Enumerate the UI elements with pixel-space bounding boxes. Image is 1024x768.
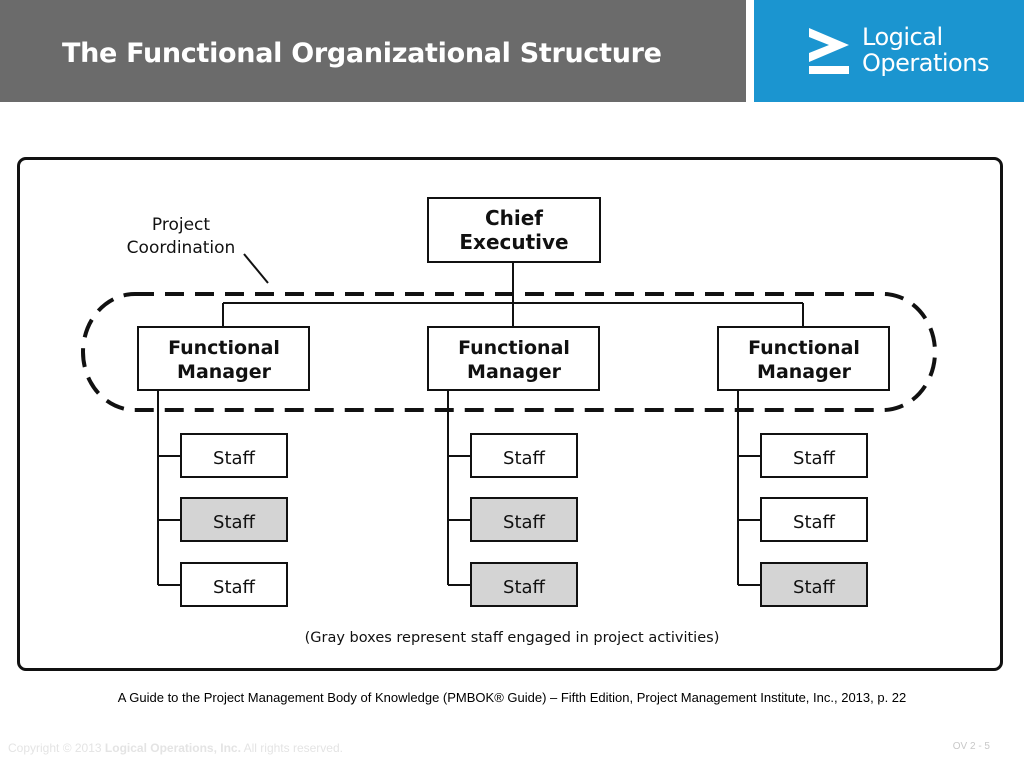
page-title: The Functional Organizational Structure: [62, 38, 662, 69]
staff-box: Staff: [180, 497, 288, 542]
staff-label: Staff: [793, 577, 836, 598]
staff-box: Staff: [760, 497, 868, 542]
logo-line2: Operations: [862, 49, 989, 77]
chief-executive-line2: Executive: [459, 230, 568, 254]
page-number: OV 2 - 5: [952, 741, 990, 752]
staff-label: Staff: [213, 577, 256, 598]
functional-manager-box: Functional Manager: [137, 326, 310, 391]
functional-manager-line2: Manager: [177, 361, 272, 383]
functional-manager-line2: Manager: [757, 361, 852, 383]
copyright-suffix: All rights reserved.: [240, 741, 343, 755]
staff-label: Staff: [213, 448, 256, 469]
staff-box: Staff: [760, 433, 868, 478]
chief-executive-line1: Chief: [485, 206, 543, 230]
staff-label: Staff: [793, 512, 836, 533]
connector-lines: [157, 253, 804, 586]
project-coordination-label-line1: Project: [152, 215, 210, 235]
functional-manager-line2: Manager: [467, 361, 562, 383]
gray-box-note: (Gray boxes represent staff engaged in p…: [305, 630, 720, 646]
logo-line1: Logical: [862, 23, 943, 51]
chief-executive-box: Chief Executive: [427, 197, 601, 263]
logo-text: Logical Operations: [862, 24, 989, 76]
logo: Logical Operations: [754, 0, 1024, 102]
copyright-footer: Copyright © 2013 Logical Operations, Inc…: [8, 741, 343, 755]
project-coordination-ellipse: [81, 292, 937, 412]
staff-label: Staff: [503, 577, 546, 598]
title-bar: The Functional Organizational Structure: [0, 0, 746, 102]
staff-label: Staff: [213, 512, 256, 533]
staff-box: Staff: [180, 562, 288, 607]
staff-box: Staff: [470, 497, 578, 542]
staff-box: Staff: [470, 433, 578, 478]
staff-label: Staff: [503, 512, 546, 533]
project-coordination-label-line2: Coordination: [127, 238, 236, 258]
functional-manager-box: Functional Manager: [717, 326, 890, 391]
staff-box: Staff: [760, 562, 868, 607]
staff-box: Staff: [180, 433, 288, 478]
copyright-company: Logical Operations, Inc.: [104, 741, 241, 755]
staff-label: Staff: [793, 448, 836, 469]
functional-manager-line1: Functional: [748, 337, 860, 359]
source-citation: A Guide to the Project Management Body o…: [117, 690, 907, 705]
copyright-prefix: Copyright © 2013: [8, 741, 105, 755]
functional-manager-box: Functional Manager: [427, 326, 600, 391]
functional-manager-line1: Functional: [458, 337, 570, 359]
chevron-logo-icon: [809, 28, 849, 74]
functional-manager-line1: Functional: [168, 337, 280, 359]
staff-label: Staff: [503, 448, 546, 469]
staff-box: Staff: [470, 562, 578, 607]
